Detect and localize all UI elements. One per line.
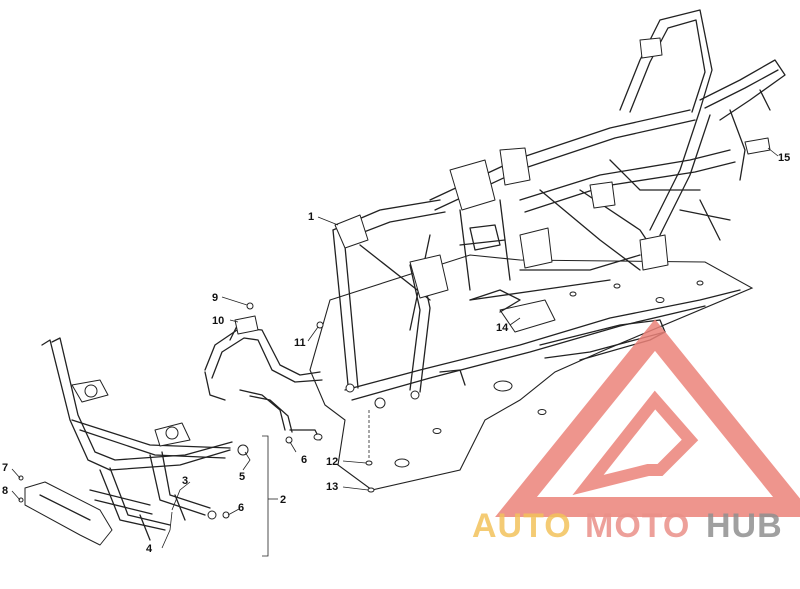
callout-3: 3 xyxy=(182,475,188,487)
callout-11: 11 xyxy=(294,337,306,349)
callout-2: 2 xyxy=(280,494,286,506)
main-frame xyxy=(332,9,786,409)
watermark-auto: AUTO xyxy=(472,507,572,545)
callout-10: 10 xyxy=(212,315,224,327)
callout-6-lower: 6 xyxy=(238,502,244,514)
callout-13: 13 xyxy=(326,481,338,493)
callout-15: 15 xyxy=(778,152,790,164)
callout-8: 8 xyxy=(2,485,8,497)
callout-6-upper: 6 xyxy=(301,454,307,466)
callout-5: 5 xyxy=(239,471,245,483)
front-bumper-inner xyxy=(204,315,323,441)
skid-plate xyxy=(309,254,754,491)
hardware xyxy=(18,302,375,519)
watermark-logo: AUTO MOTO HUB xyxy=(472,319,800,545)
callout-14: 14 xyxy=(496,322,509,334)
callout-7: 7 xyxy=(2,462,8,474)
callout-12: 12 xyxy=(326,456,338,468)
callout-4: 4 xyxy=(146,543,153,555)
front-bumper-outer xyxy=(24,337,249,546)
watermark-moto: MOTO xyxy=(585,507,690,545)
callouts: 1 2 3 4 5 6 6 7 8 9 10 11 12 13 14 15 xyxy=(2,152,790,555)
watermark-hub: HUB xyxy=(706,507,783,545)
leader-lines xyxy=(11,147,779,557)
callout-9: 9 xyxy=(212,292,218,304)
callout-1: 1 xyxy=(308,211,314,223)
